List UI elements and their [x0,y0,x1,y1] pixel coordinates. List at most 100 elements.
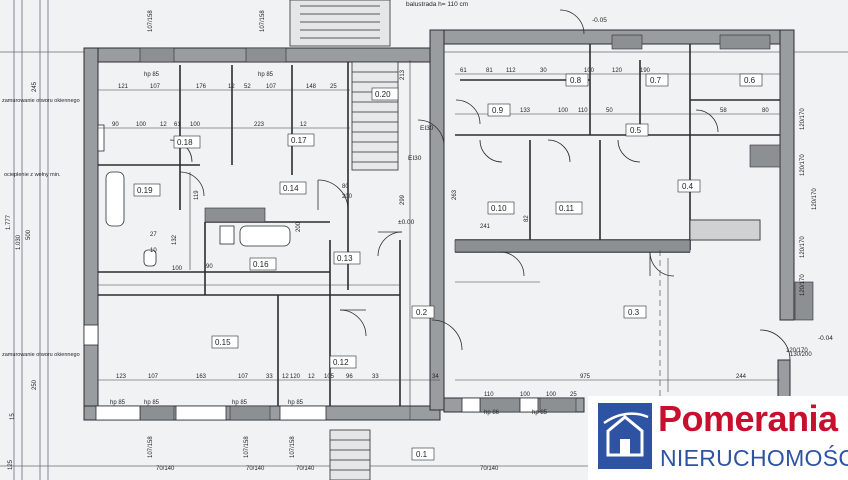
dimension-label: hp 85 [144,400,160,406]
dimension-label: 200 [342,194,353,200]
dimension-label: 244 [736,374,747,380]
dimension-label: 33 [372,374,379,380]
room-label: 0.13 [337,254,353,263]
dimension-label: 148 [306,84,317,90]
dimension-label: 107/158 [260,10,266,32]
dimension-label: hp 85 [144,72,160,78]
dimension-label: 90 [206,264,213,270]
dimension-label: 27 [150,232,157,238]
room-label: 0.15 [215,338,231,347]
dimension-label: 120 [290,374,301,380]
dimension-label: 70/140 [296,466,315,472]
dimension-label: 100 [546,392,557,398]
dimension-label: 12 [300,122,307,128]
dimension-label: 110 [484,392,494,398]
dimension-label: 107 [150,84,161,90]
room-label: 0.17 [291,136,307,145]
note-level-top: -0.05 [592,17,607,24]
dimension-label: 107/158 [148,436,154,458]
fixtures [105,171,761,267]
dimension-label: 119 [194,190,200,200]
dimension-label: 263 [452,189,458,200]
dimension-label: 107/158 [244,436,250,458]
room-label: 0.19 [137,186,153,195]
dimension-label: 107 [148,374,159,380]
dimension-label: 241 [480,224,491,230]
dimension-label: 200 [296,221,302,232]
dimension-label: 120/170 [786,348,808,354]
dimension-label: 123 [116,374,127,380]
annotations: zamurowanie otworu okiennego ocieplenie … [2,1,833,358]
windows [83,124,539,421]
dimension-label: 12 [228,84,235,90]
dimension-label: 80 [762,108,769,114]
room-label: 0.12 [333,358,349,367]
logo-house-icon [598,403,652,469]
dimension-label: 82 [524,215,530,222]
opening-size-labels: 107/158 107/158 107/158 107/158 107/158 70/14… [148,10,818,472]
dimension-label: 12 [308,374,315,380]
room-label: 0.4 [682,182,694,191]
note-balustrade: balustrada h= 110 cm [406,1,468,8]
dimension-label: 100 [558,108,569,114]
dimension-label: 50 [606,108,613,114]
dimension-label: 112 [506,68,516,74]
dimension-label: hp 85 [110,400,126,406]
dimension-label: 107/158 [148,10,154,32]
room-label: 0.9 [492,106,504,115]
dimension-label: 25 [570,392,577,398]
dimension-label: 33 [266,374,273,380]
dimension-label: 70/140 [246,466,265,472]
dimension-label: 107 [266,84,277,90]
dimension-label: 121 [118,84,129,90]
dimension-label: 299 [400,194,406,205]
room-label: 0.8 [570,76,582,85]
dimension-label: 100 [190,122,201,128]
dimension-label: 133 [520,108,531,114]
room-label: 0.7 [650,76,662,85]
dimension-label: 120/170 [800,154,806,176]
room-label: 0.18 [177,138,193,147]
dimension-label: 100 [136,122,147,128]
dimension-label: 10 [150,248,157,254]
dimension-label: 176 [196,84,207,90]
dimension-label: 12 [160,122,167,128]
dimension-label: 500 [26,229,32,240]
note-window-walling-bottom: zamurowanie otworu okiennego [2,352,80,358]
dimension-label: 1.777 [6,214,12,230]
dimension-label: 107/158 [290,436,296,458]
house-mark-graphic [603,412,649,457]
dimension-label: 120/170 [812,188,818,210]
dimension-label: 105 [324,374,335,380]
dimension-label: 70/140 [156,466,175,472]
dimension-label: 130/200 [790,352,812,358]
dimension-label: 52 [244,84,251,90]
logo-tagline: NIERUCHOMOŚCI [660,445,848,471]
note-window-walling-top: zamurowanie otworu okiennego [2,98,80,104]
note-level-zero: ±0.00 [398,219,415,226]
dimension-label: 80 [342,184,349,190]
dimension-label: 110 [578,108,588,114]
dimension-label: 90 [112,122,119,128]
dimension-label: 96 [346,374,353,380]
dimension-label: 223 [254,122,265,128]
dimension-label: 58 [720,108,727,114]
room-label: 0.14 [283,184,299,193]
note-fire-door-1: EI30 [420,125,434,132]
dimension-label: 213 [400,69,406,80]
room-label: 0.11 [559,204,575,213]
dimension-label: hp 85 [232,400,248,406]
outer-walls [83,29,795,421]
dimension-label: hp 86 [484,410,500,416]
dimension-label: 61 [174,122,181,128]
dimension-label: 70/140 [480,466,499,472]
staircase [289,0,399,480]
pomerania-logo: Pomerania NIERUCHOMOŚCI [588,396,848,480]
dimension-label: 81 [486,68,493,74]
